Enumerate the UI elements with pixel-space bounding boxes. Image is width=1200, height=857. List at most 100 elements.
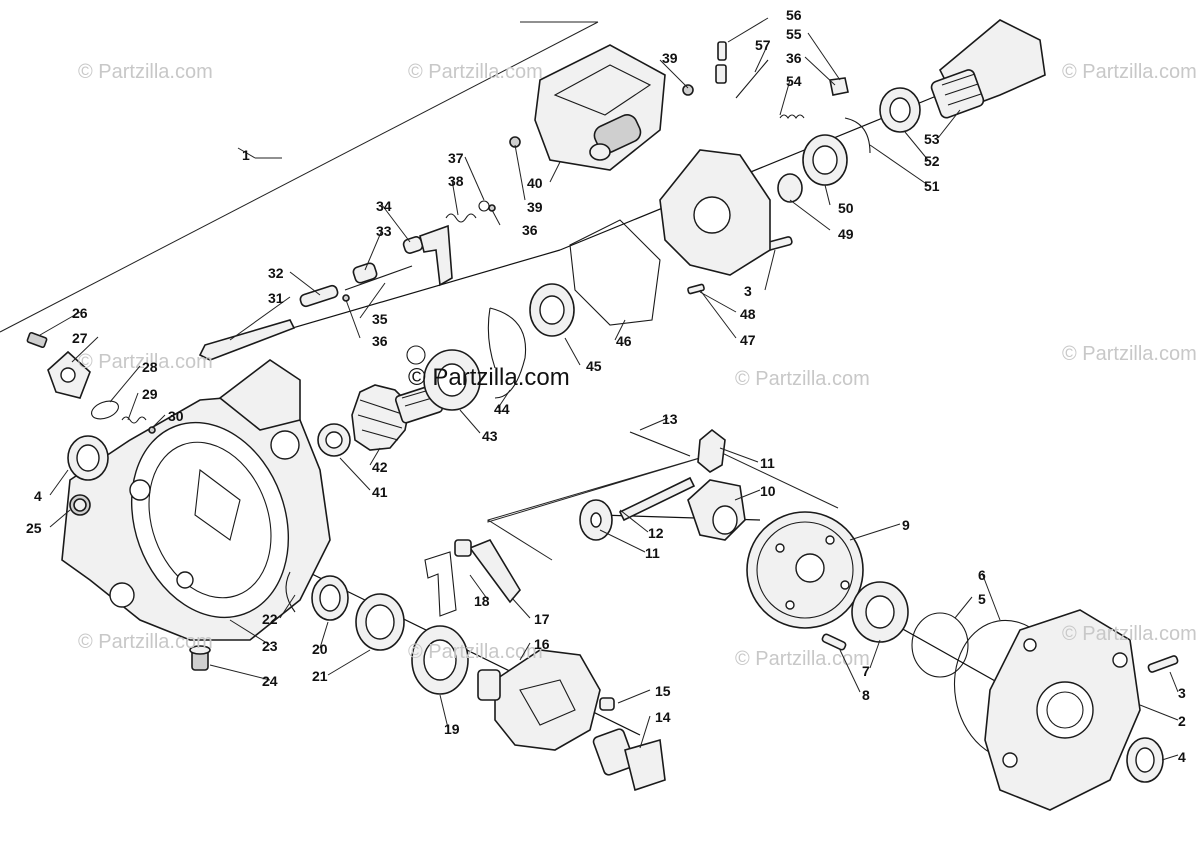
rear-output-housing xyxy=(659,19,1046,276)
watermark: © Partzilla.com xyxy=(1062,623,1197,645)
watermark: © Partzilla.com xyxy=(408,61,543,83)
watermark: © Partzilla.com xyxy=(408,641,543,663)
callout-29: 29 xyxy=(142,386,158,402)
callout-11: 11 xyxy=(645,545,660,561)
callout-21: 21 xyxy=(312,668,328,684)
callout-31: 31 xyxy=(268,290,284,306)
callout-9: 9 xyxy=(902,517,910,533)
callout-54: 54 xyxy=(786,73,802,89)
callout-51: 51 xyxy=(924,178,940,194)
shift-shaft-assembly xyxy=(198,204,496,361)
callout-3: 3 xyxy=(744,283,752,299)
bearing-45 xyxy=(529,283,575,337)
callout-24: 24 xyxy=(262,673,278,689)
callout-36: 36 xyxy=(372,333,388,349)
callout-14: 14 xyxy=(655,709,671,725)
assembly-bracket xyxy=(0,21,599,333)
callout-4: 4 xyxy=(1178,749,1186,765)
callout-46: 46 xyxy=(616,333,632,349)
callout-25: 25 xyxy=(26,520,42,536)
callout-13: 13 xyxy=(662,411,678,427)
callout-40: 40 xyxy=(527,175,543,191)
callout-35: 35 xyxy=(372,311,388,327)
callout-43: 43 xyxy=(482,428,498,444)
callout-18: 18 xyxy=(474,593,490,609)
callout-52: 52 xyxy=(924,153,940,169)
callout-16: 16 xyxy=(534,636,550,652)
main-housing xyxy=(61,359,331,641)
drain-plug xyxy=(189,645,211,671)
callout-22: 22 xyxy=(262,611,278,627)
callout-50: 50 xyxy=(838,200,854,216)
callout-42: 42 xyxy=(372,459,388,475)
dowel-pin xyxy=(687,283,705,295)
callout-53: 53 xyxy=(924,131,940,147)
callout-55: 55 xyxy=(786,26,802,42)
bearing-43 xyxy=(423,349,481,411)
callout-27: 27 xyxy=(72,330,88,346)
callout-26: 26 xyxy=(72,305,88,321)
pinion-gear xyxy=(351,384,444,451)
copyright-icon xyxy=(406,345,426,365)
fill-plug xyxy=(69,494,91,516)
ring-gear xyxy=(746,511,864,629)
seal-left xyxy=(67,435,109,481)
callout-34: 34 xyxy=(376,198,392,214)
callout-36: 36 xyxy=(522,222,538,238)
callout-36: 36 xyxy=(786,50,802,66)
watermark: © Partzilla.com xyxy=(1062,61,1197,83)
gasket xyxy=(569,219,661,326)
bearing-7 xyxy=(851,581,909,643)
callout-56: 56 xyxy=(786,7,802,23)
callout-23: 23 xyxy=(262,638,278,654)
watermark-center: © Partzilla.com xyxy=(408,364,570,391)
callout-10: 10 xyxy=(760,483,776,499)
callout-7: 7 xyxy=(862,663,870,679)
actuator-motor xyxy=(509,44,694,171)
differential-carrier xyxy=(477,649,666,792)
bolt-3-right xyxy=(1147,655,1179,673)
spring-pin-set xyxy=(715,41,849,119)
snap-ring-44 xyxy=(487,307,527,399)
watermark: © Partzilla.com xyxy=(78,61,213,83)
ring-gear-bolt xyxy=(821,633,847,651)
shift-detent-assembly xyxy=(26,331,156,434)
watermark: © Partzilla.com xyxy=(78,351,213,373)
differential-cover xyxy=(984,609,1141,811)
callout-1: 1 xyxy=(242,147,250,163)
callout-12: 12 xyxy=(648,525,664,541)
callout-44: 44 xyxy=(494,401,510,417)
left-side-parts xyxy=(285,539,521,695)
callout-39: 39 xyxy=(662,50,678,66)
callout-8: 8 xyxy=(862,687,870,703)
callout-49: 49 xyxy=(838,226,854,242)
callout-37: 37 xyxy=(448,150,464,166)
callout-20: 20 xyxy=(312,641,328,657)
callout-32: 32 xyxy=(268,265,284,281)
callout-30: 30 xyxy=(168,408,184,424)
callout-2: 2 xyxy=(1178,713,1186,729)
callout-17: 17 xyxy=(534,611,550,627)
callout-39: 39 xyxy=(527,199,543,215)
pilot-bearing xyxy=(317,423,351,457)
callout-leaders xyxy=(39,17,1179,761)
clip xyxy=(478,200,490,212)
differential-group-bracket xyxy=(487,451,839,523)
callout-33: 33 xyxy=(376,223,392,239)
callout-15: 15 xyxy=(655,683,671,699)
callout-4: 4 xyxy=(34,488,42,504)
callout-numbers: 1 2 3 3 4 4 5 6 7 8 9 10 11 11 12 13 14 … xyxy=(26,7,1186,765)
watermark: © Partzilla.com xyxy=(735,368,870,390)
watermark: © Partzilla.com xyxy=(735,648,870,670)
callout-47: 47 xyxy=(740,332,756,348)
seal-right xyxy=(1126,737,1164,783)
watermark: © Partzilla.com xyxy=(78,631,213,653)
callout-41: 41 xyxy=(372,484,388,500)
callout-38: 38 xyxy=(448,173,464,189)
callout-3: 3 xyxy=(1178,685,1186,701)
watermark: © Partzilla.com xyxy=(1062,343,1197,365)
callout-19: 19 xyxy=(444,721,460,737)
callout-48: 48 xyxy=(740,306,756,322)
callout-57: 57 xyxy=(755,37,771,53)
